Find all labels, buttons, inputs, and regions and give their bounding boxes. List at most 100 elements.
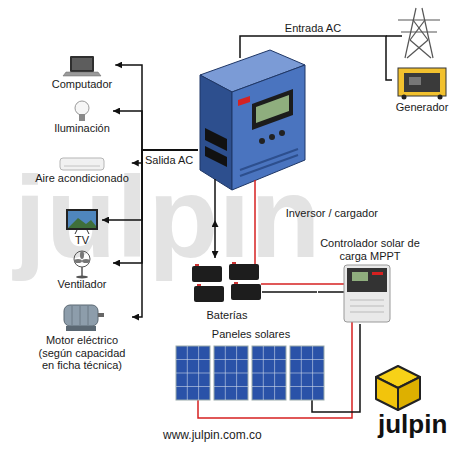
label-holder: www.julpin.com.co <box>163 428 262 442</box>
tower-brace <box>410 40 431 58</box>
wire-connector <box>132 150 198 317</box>
node-label: Controlador solar de carga MPPT <box>319 237 421 262</box>
tower-leg <box>405 8 416 58</box>
black-wire <box>214 179 216 220</box>
inverter-bezel <box>252 89 293 130</box>
wire-connector <box>115 65 198 150</box>
tv-icon <box>66 209 98 234</box>
load-device: Motor eléctrico (según capacidad en fich… <box>32 300 132 372</box>
output-label: Salida AC <box>145 154 193 167</box>
grid-wire <box>386 35 402 37</box>
wire-connector <box>214 220 216 258</box>
inverter-button <box>259 138 265 144</box>
brand-logo-text: julpin <box>378 411 447 437</box>
wire-connector <box>113 111 198 150</box>
generator-frame <box>398 68 446 96</box>
inverter-button <box>269 134 275 140</box>
wire-connector <box>268 291 317 293</box>
cube-right <box>398 377 420 410</box>
fan-blade <box>82 259 90 263</box>
connectors <box>102 36 392 412</box>
battery-bank-icon <box>192 262 261 302</box>
inverter-socket <box>205 146 227 167</box>
red-wire <box>261 283 344 285</box>
panel-cells <box>252 346 286 400</box>
tower-brace <box>413 20 428 40</box>
battery <box>194 286 224 302</box>
inverter-lcd <box>256 95 289 123</box>
fan-blade <box>80 251 84 259</box>
solar-array-node: Paneles solares <box>170 327 332 406</box>
battery-terminal <box>197 284 201 286</box>
controller-vent <box>350 306 384 307</box>
tower-leg <box>422 8 433 58</box>
node-label: Ventilador <box>58 278 107 291</box>
black-wire <box>311 400 313 406</box>
battery-terminal <box>234 282 238 284</box>
battery <box>192 266 222 282</box>
edge-label-holder: Entrada AC <box>283 22 343 35</box>
solar-panel <box>176 346 210 400</box>
panel-grid <box>290 346 324 400</box>
solar-panel <box>214 346 248 400</box>
generator-engine <box>404 73 440 92</box>
controller-logo <box>372 272 383 275</box>
load-device: Aire acondicionado <box>32 154 132 185</box>
panel-grid <box>214 346 248 400</box>
battery-terminal <box>195 264 199 266</box>
wire-connector <box>102 150 198 220</box>
fan-blade <box>74 259 82 263</box>
website-url: www.julpin.com.co <box>163 428 262 442</box>
tv-leg <box>75 230 77 234</box>
laptop-display <box>72 58 92 70</box>
tv-leg <box>87 230 89 234</box>
battery <box>231 284 261 300</box>
fan-pole <box>81 267 83 276</box>
fan-guard <box>74 251 90 267</box>
tower-arm <box>401 31 437 32</box>
node-label: Baterías <box>207 309 248 322</box>
panel-cells <box>290 346 324 400</box>
panel-cells <box>214 346 248 400</box>
wire-connector <box>240 36 392 80</box>
panel-cells <box>176 346 210 400</box>
node-label: Computador <box>52 78 113 91</box>
wire-connector <box>312 324 360 412</box>
inverter-socket <box>205 128 227 151</box>
inverter-vent <box>240 149 298 170</box>
battery <box>229 264 259 280</box>
motor-base <box>66 326 96 331</box>
load-device: Iluminación <box>51 100 113 135</box>
controller-lcd <box>352 272 368 281</box>
motor-rib <box>80 306 81 325</box>
node-label: Generador <box>396 101 449 114</box>
label-holder: Salida AC <box>145 154 193 167</box>
inverter-front <box>232 65 305 190</box>
load-device: TV <box>62 206 102 247</box>
bulb-icon <box>75 101 89 121</box>
node-label: Aire acondicionado <box>35 172 129 185</box>
node-label: TV <box>75 234 89 247</box>
load-device: Ventilador <box>51 248 113 291</box>
motor-rib <box>88 306 89 325</box>
motor-shaft <box>98 313 104 317</box>
bulb-base <box>79 114 85 121</box>
charge-controller-node: Controlador solar de carga MPPT <box>317 236 423 324</box>
laptop-screen <box>70 56 94 72</box>
battery-bank-node: Baterías <box>186 258 268 322</box>
node-label: Iluminación <box>54 122 110 135</box>
solar-panel <box>290 346 324 400</box>
motor-body <box>64 305 98 326</box>
battery-terminal <box>232 262 236 264</box>
red-wire <box>198 322 352 418</box>
tower-arm <box>398 19 440 20</box>
tv-picture <box>68 218 96 228</box>
ac-vent <box>64 166 100 167</box>
load-device: Computador <box>49 52 116 91</box>
inverter-node: Inversor / cargador <box>198 58 380 220</box>
generator-node: Generador <box>392 62 452 114</box>
label-holder: julpin <box>378 411 447 437</box>
